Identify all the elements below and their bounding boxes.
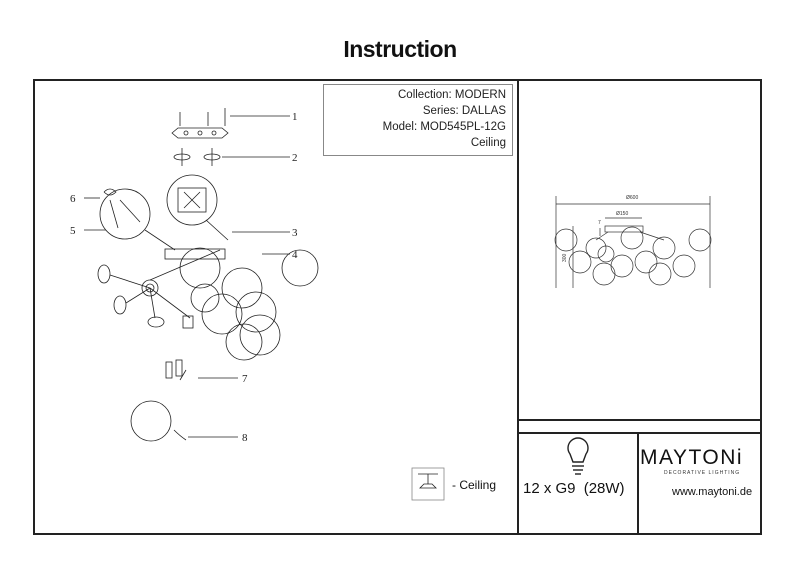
part-label-3: 3 xyxy=(292,227,298,239)
mount-text: Ceiling xyxy=(470,137,506,149)
part-label-5: 5 xyxy=(70,225,76,237)
glass-globes xyxy=(179,247,319,361)
part-label-7: 7 xyxy=(242,373,248,385)
mounting-bracket xyxy=(171,108,290,139)
part-label-4: 4 xyxy=(292,249,298,261)
single-globe xyxy=(130,400,238,442)
canopy-bar xyxy=(149,248,226,281)
series-text: Series: DALLAS xyxy=(422,105,506,117)
bulb-icon xyxy=(567,437,589,475)
page-title: Instruction xyxy=(343,36,457,62)
lamp-spec-count: 12 x G9 xyxy=(523,480,576,497)
lamp-power: (28W) xyxy=(583,480,625,497)
dim-canopy: Ø150 xyxy=(616,211,628,217)
brand-logo: MAYTONi xyxy=(640,446,744,469)
arms xyxy=(97,253,290,329)
screws-anchors xyxy=(173,148,290,166)
document-frame xyxy=(33,79,762,535)
dim-offset: 7 xyxy=(598,220,601,226)
divider-horizontal xyxy=(518,419,761,421)
holder-detail xyxy=(84,188,176,251)
ceiling-legend-label: - Ceiling xyxy=(452,478,497,492)
part-label-1: 1 xyxy=(292,111,298,123)
collection-text: Collection: MODERN xyxy=(398,89,506,101)
part-label-2: 2 xyxy=(292,152,298,164)
dim-height: 300 xyxy=(562,253,568,262)
part-labels: 1 2 3 4 5 6 7 8 xyxy=(70,111,298,444)
divider-vertical xyxy=(517,80,519,534)
brand-tagline: DECORATIVE LIGHTING xyxy=(664,470,741,476)
part-label-8: 8 xyxy=(242,432,248,444)
part-label-6: 6 xyxy=(70,193,76,205)
dimension-drawing xyxy=(554,196,712,288)
connector-detail xyxy=(166,174,290,241)
model-text: Model: MOD545PL-12G xyxy=(382,121,506,133)
divider-small-2 xyxy=(637,432,639,534)
lamp-spec: 12 x G9 (28W) xyxy=(523,480,625,497)
brand-website: www.maytoni.de xyxy=(672,486,753,498)
ceiling-icon xyxy=(411,467,445,501)
model-info-box: Collection: MODERN Series: DALLAS Model:… xyxy=(323,84,513,156)
dim-width: Ø600 xyxy=(626,195,638,201)
g9-bulbs xyxy=(165,359,238,381)
divider-small-top xyxy=(518,432,761,434)
divider-small-1 xyxy=(517,432,519,534)
